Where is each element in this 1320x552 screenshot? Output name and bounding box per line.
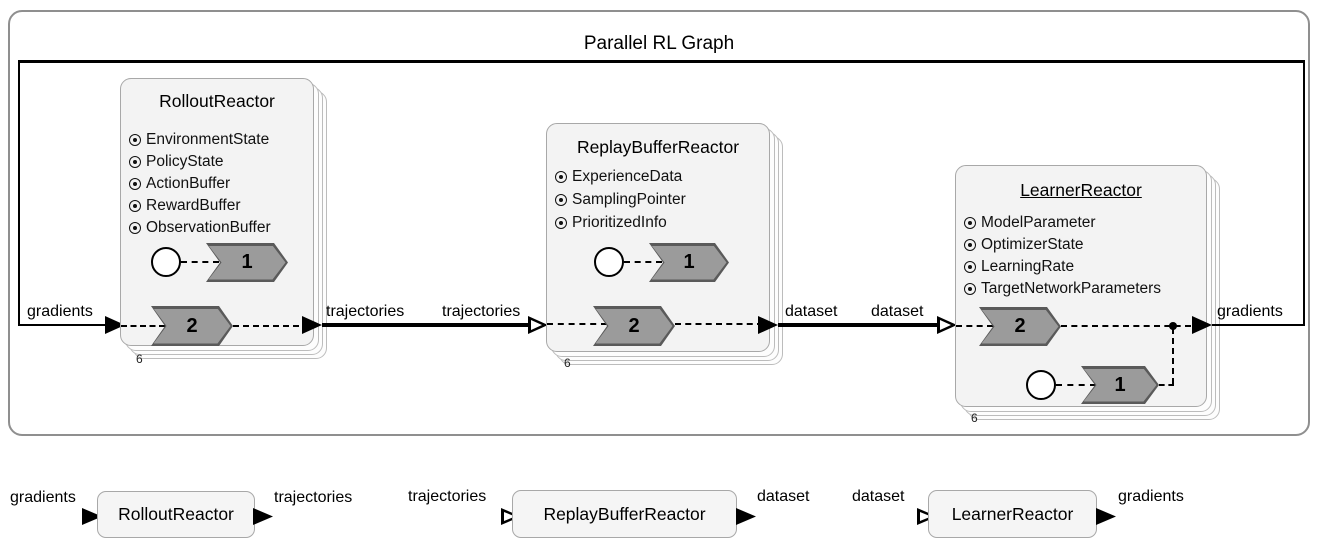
learner-reactor-card[interactable]: LearnerReactor ModelParameter OptimizerS… [955,165,1207,425]
replay-reaction-1[interactable]: 1 [649,243,729,282]
trigger-circle-icon[interactable] [151,247,181,277]
dataset-label-source: dataset [785,303,838,320]
trajectories-connection [322,323,528,327]
state-variable-icon [129,222,141,234]
state-label: PolicyState [146,153,224,170]
state-variable-icon [129,200,141,212]
iface-rollout-node[interactable]: RolloutReactor [97,491,255,538]
replay-bank-count: 6 [564,356,571,370]
state-row: ModelParameter [964,214,1096,232]
iface-rollout-output-port-icon[interactable] [253,508,273,525]
state-variable-icon [555,194,567,206]
state-label: SamplingPointer [572,191,686,208]
trigger-dashed-line [624,261,662,263]
state-row: PolicyState [129,153,224,171]
state-row: OptimizerState [964,236,1084,254]
output-dashed-line [233,325,309,327]
gradients-feedback-top-segment [19,60,1305,63]
state-label: ActionBuffer [146,175,231,192]
state-row: EnvironmentState [129,131,269,149]
learner-bank-count: 6 [971,411,978,425]
trigger-circle-icon[interactable] [1026,370,1056,400]
state-row: LearningRate [964,258,1074,276]
feedback-dashed-vertical [1172,328,1174,384]
state-label: OptimizerState [981,236,1084,253]
state-variable-icon [129,134,141,146]
gradients-out-segment [1212,324,1305,326]
gradients-feedback-right-segment [1303,60,1305,326]
state-label: ObservationBuffer [146,219,271,236]
state-variable-icon [555,171,567,183]
replay-buffer-reactor-card[interactable]: ReplayBufferReactor ExperienceData Sampl… [546,123,770,370]
learner-reactor-title: LearnerReactor [1020,180,1142,200]
trigger-circle-icon[interactable] [594,247,624,277]
reaction1-dashed-link [1159,384,1174,386]
gradients-label-right: gradients [1217,303,1283,320]
iface-rollout-output-label: trajectories [274,489,353,506]
gradients-feedback-left-segment [18,60,20,326]
state-row: PrioritizedInfo [555,214,667,232]
iface-learner-input-label: dataset [852,488,905,505]
junction-dot [1169,322,1177,330]
state-variable-icon [964,261,976,273]
iface-learner-name: LearnerReactor [951,503,1074,524]
iface-learner-node[interactable]: LearnerReactor [928,490,1097,538]
input-dashed-line [547,323,607,325]
state-variable-icon [964,283,976,295]
gradients-label-left: gradients [27,303,93,320]
state-variable-icon [555,217,567,229]
iface-replay-input-label: trajectories [408,488,487,505]
rollout-reactor-title: RolloutReactor [159,91,275,111]
state-label: RewardBuffer [146,197,241,214]
graph-title: Parallel RL Graph [583,33,735,54]
state-row: ObservationBuffer [129,219,271,237]
gradients-into-rollout-segment [19,324,105,326]
state-label: EnvironmentState [146,131,270,148]
state-label: ModelParameter [981,214,1096,231]
trajectories-label-source: trajectories [326,303,405,320]
output-dashed-line [1061,325,1191,327]
state-label: ExperienceData [572,168,683,185]
trigger-dashed-line [181,261,219,263]
state-row: ActionBuffer [129,175,230,193]
rollout-reactor-card[interactable]: RolloutReactor EnvironmentState PolicySt… [120,78,314,366]
state-variable-icon [129,156,141,168]
iface-replay-output-label: dataset [757,488,810,505]
state-row: RewardBuffer [129,197,240,215]
iface-learner-output-port-icon[interactable] [1096,508,1116,525]
iface-rollout-name: RolloutReactor [118,504,234,524]
input-dashed-line [956,325,993,327]
state-label: LearningRate [981,258,1075,275]
dataset-label-target: dataset [871,303,924,320]
iface-replay-node[interactable]: ReplayBufferReactor [512,490,737,538]
dataset-connection [778,323,937,327]
state-variable-icon [129,178,141,190]
iface-replay-name: ReplayBufferReactor [543,503,706,524]
iface-learner-output-label: gradients [1118,488,1184,505]
state-label: TargetNetworkParameters [981,280,1162,297]
iface-rollout-input-label: gradients [10,489,76,506]
rollout-bank-count: 6 [136,352,143,366]
replay-reaction-2[interactable]: 2 [593,306,675,346]
replay-reactor-title: ReplayBufferReactor [576,137,740,157]
state-label: PrioritizedInfo [572,214,667,231]
state-variable-icon [964,217,976,229]
input-dashed-line [121,325,165,327]
trajectories-label-target: trajectories [442,303,521,320]
trigger-dashed-line [1056,384,1096,386]
state-row: TargetNetworkParameters [964,280,1161,298]
output-dashed-line [675,323,763,325]
state-variable-icon [964,239,976,251]
state-row: ExperienceData [555,168,682,186]
iface-replay-output-port-icon[interactable] [736,508,756,525]
state-row: SamplingPointer [555,191,686,209]
